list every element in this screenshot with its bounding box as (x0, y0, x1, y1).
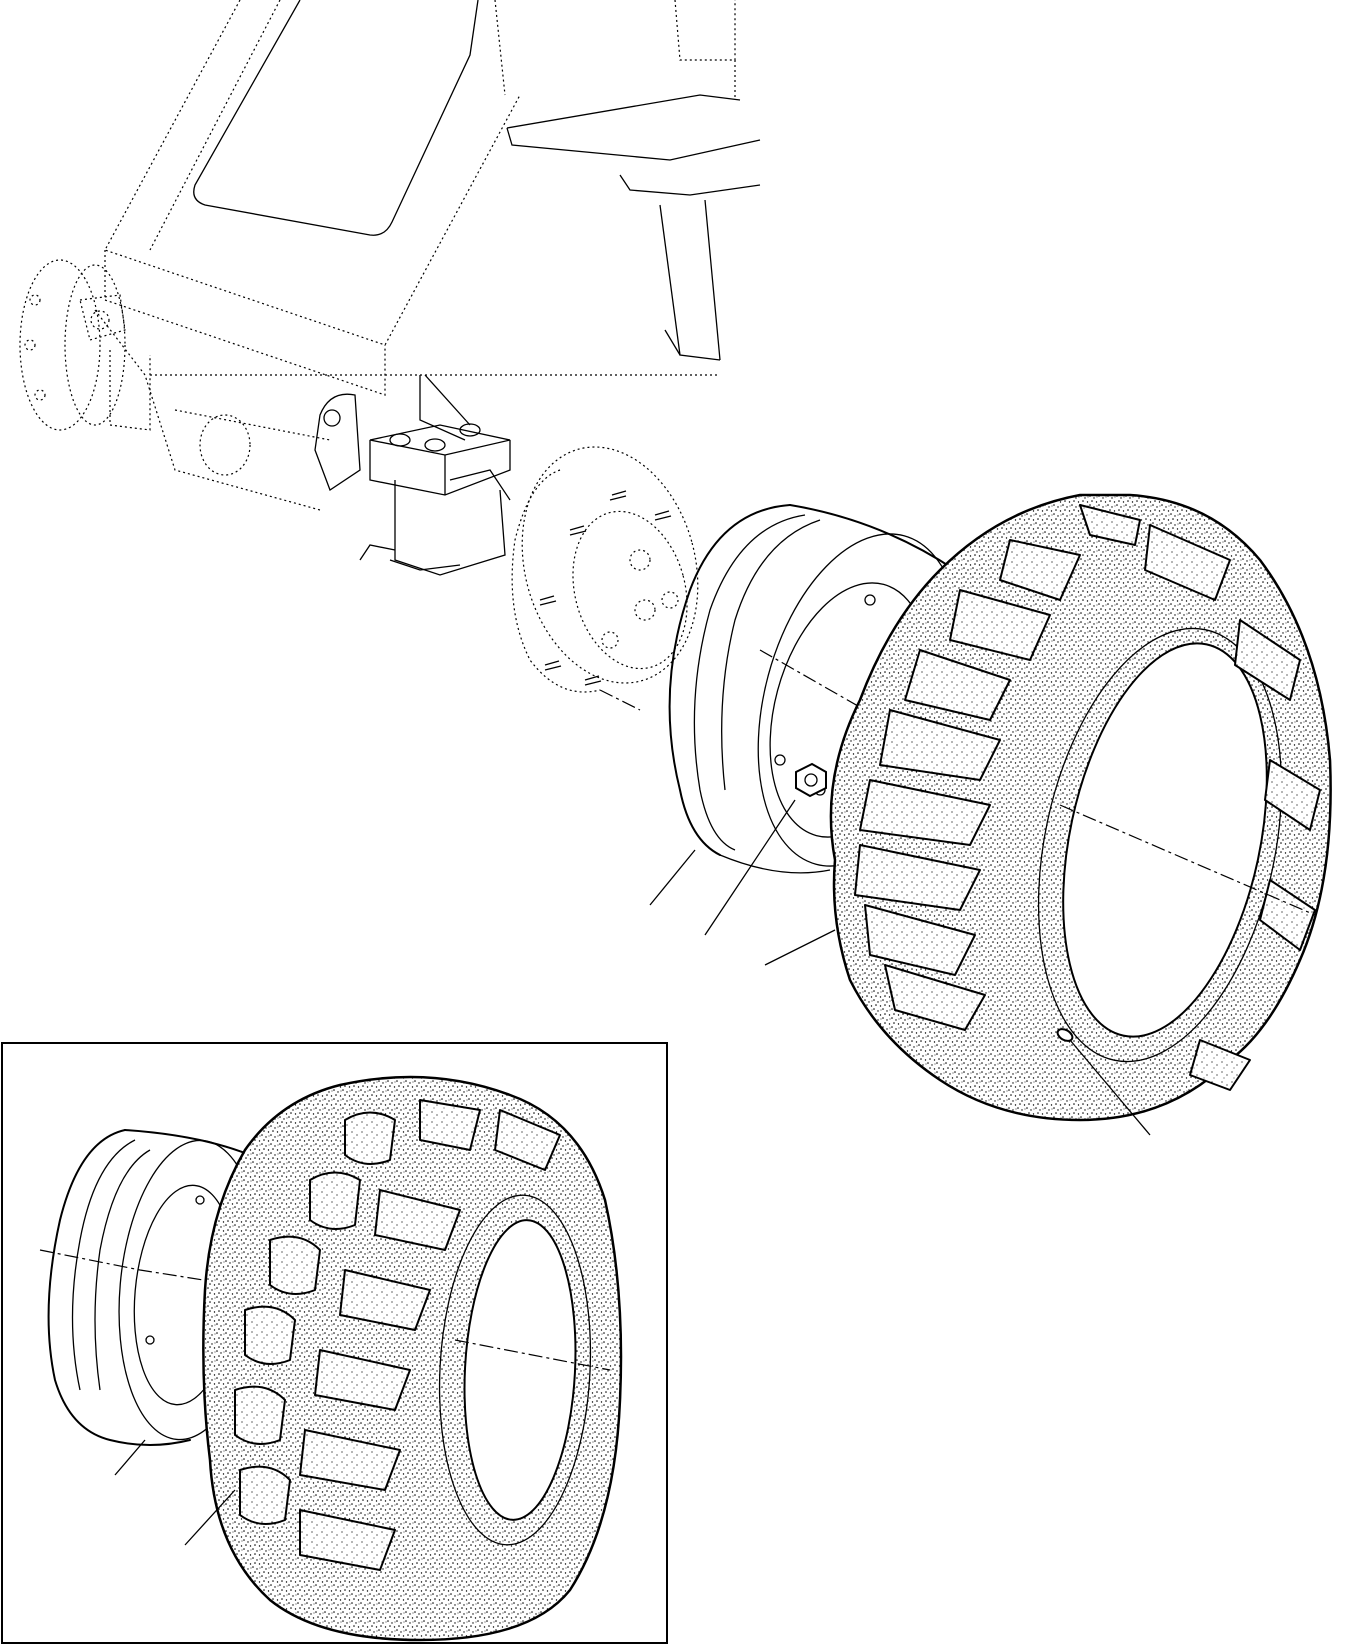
valve-icon (1056, 1028, 1074, 1042)
inset-industrial-tire-icon (202, 1075, 623, 1642)
leader-lines (649, 799, 1151, 1136)
tire-icon (829, 493, 1332, 1122)
wheel-nut-icon (795, 762, 827, 798)
inset-panel (1, 1042, 668, 1644)
axle-housing-icon (19, 0, 761, 576)
inset-leader-tire (184, 1489, 236, 1546)
wheel-hub-icon (511, 446, 699, 711)
inset-leader-rim (114, 1439, 146, 1476)
